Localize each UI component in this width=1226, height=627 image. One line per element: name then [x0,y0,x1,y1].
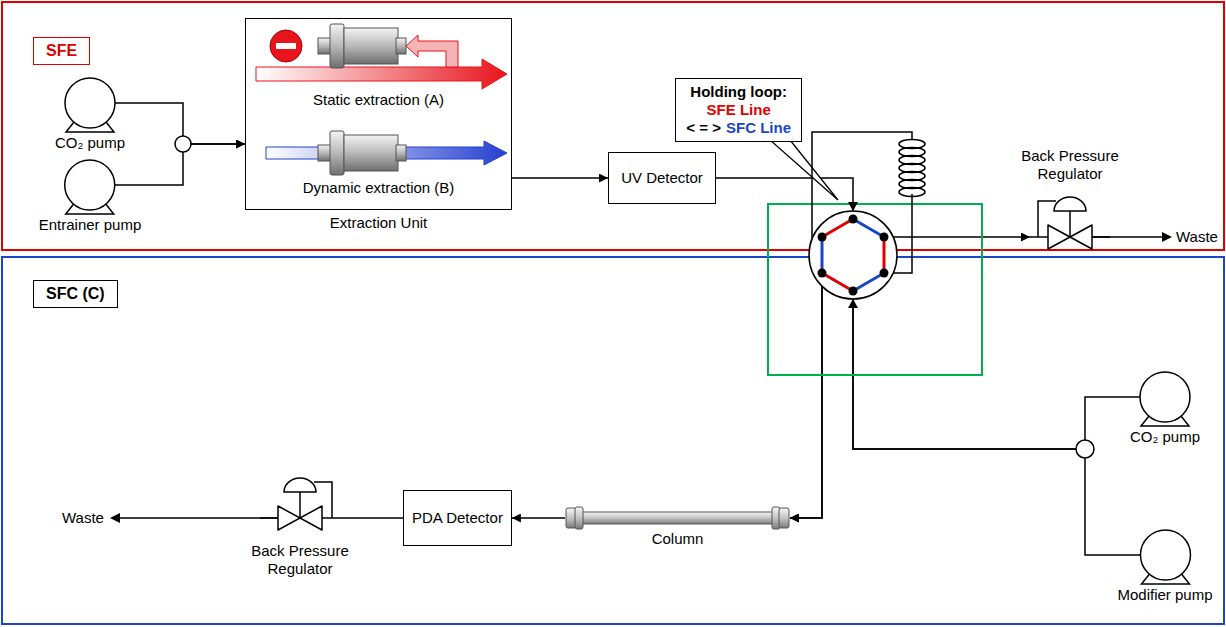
flow-line [790,273,1140,555]
region-tag: SFE [33,37,90,65]
pump-label: Modifier pump [1117,586,1212,604]
detector-label: UV Detector [621,169,703,187]
callout-line: SFE Line [686,101,791,119]
mode-label: Static extraction (A) [226,91,531,109]
detector-label: PDA Detector [412,509,503,527]
pump-symbol [60,158,120,216]
pump-symbol-group: Modifier pump [1117,528,1212,604]
flow-line [512,177,608,179]
detector-box: UV Detector [608,152,716,204]
back-pressure-regulator: Back Pressure Regulator [1005,147,1135,261]
back-pressure-regulator-symbol [260,468,340,538]
back-pressure-regulator-symbol [1030,187,1110,257]
callout-line: SFC Line [726,119,791,136]
region-tag: SFC (C) [33,280,118,308]
waste-label: Waste [1176,228,1218,246]
flow-line [790,273,1140,518]
region-title: SFC (C) [46,285,105,303]
regulator-label: Back Pressure Regulator [1005,147,1135,183]
back-pressure-regulator: Back Pressure Regulator [235,464,365,578]
pump-label: CO₂ pump [1130,428,1200,446]
extraction-unit: Static extraction (A)Dynamic extraction … [245,18,512,210]
unit-label: Extraction Unit [226,214,531,232]
pump-label: Entrainer pump [39,216,142,234]
pump-symbol [1135,370,1195,428]
callout-title: Holding loop: [686,83,791,101]
flow-line [340,517,403,519]
pump-symbol [1135,528,1195,586]
flow-line [512,517,565,519]
detector-box: PDA Detector [403,490,512,546]
column-symbol [565,506,790,530]
regulator-label: Back Pressure Regulator [235,542,365,578]
mode-label: Dynamic extraction (B) [226,179,531,197]
pump-symbol [60,76,120,134]
waste-label: Waste [62,509,104,527]
pump-label: CO₂ pump [55,134,125,152]
region-title: SFE [46,42,77,60]
callout-box: Holding loop:SFE Line< = > SFC Line [675,78,802,142]
column: Column [565,506,790,548]
callout-symbol: < = > [686,119,721,136]
pump-symbol-group: Entrainer pump [39,158,142,234]
pump-symbol-group: CO₂ pump [55,76,125,152]
column-label: Column [565,530,790,548]
callout-row: < = > SFC Line [686,119,791,137]
pump-symbol-group: CO₂ pump [1130,370,1200,446]
